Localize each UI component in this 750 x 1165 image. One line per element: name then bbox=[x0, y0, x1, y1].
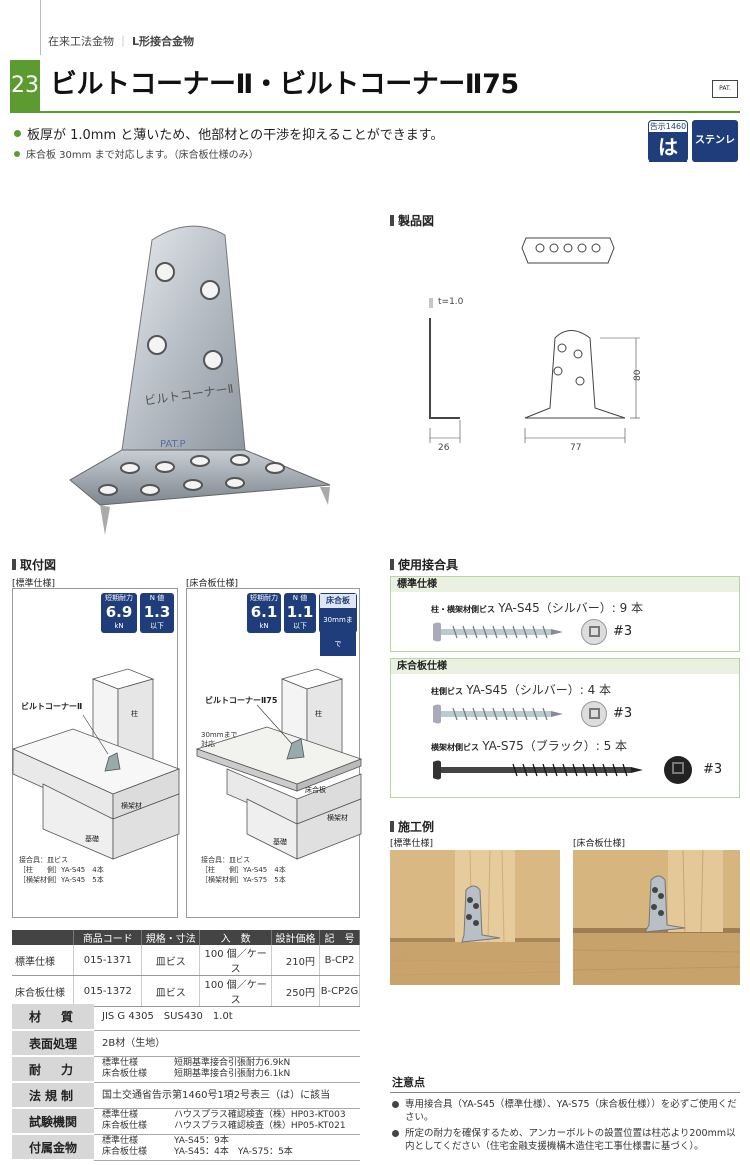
mounting-floor-panel: 短期耐力 6.1 kN N 値 1.1 以下 床合板 30mmまで ビルトコーナ… bbox=[186, 588, 363, 918]
floor-mounting-illustration bbox=[195, 668, 363, 860]
black-drive-head-icon bbox=[664, 756, 692, 784]
std-foundation-label: 基礎 bbox=[85, 835, 99, 843]
note-item-2: 所定の耐力を確保するため、アンカーボルトの設置位置は柱芯より200mm以内として… bbox=[392, 1127, 740, 1153]
example-standard-photo bbox=[389, 849, 561, 985]
table-row: 床合板仕様 015-1372 皿ビス 100 個／ケース 250円 B-CP2G bbox=[12, 975, 361, 1007]
notice-char: は bbox=[649, 132, 687, 162]
feature-sub: 床合板 30mm まで対応します。（床合板仕様のみ） bbox=[14, 146, 259, 161]
std-mounting-illustration bbox=[11, 668, 181, 860]
fasteners-floor-bar: 床合板仕様 bbox=[391, 659, 739, 674]
floor-board-label: 床合板 bbox=[305, 786, 326, 794]
std-n-value-badge: N 値 1.3 以下 bbox=[140, 593, 174, 633]
dim-80: 80 bbox=[633, 369, 643, 381]
dim-thickness: t=1.0 bbox=[438, 297, 464, 307]
floor-product-label: ビルトコーナーⅡ75 bbox=[205, 696, 278, 705]
fasteners-standard-bar: 標準仕様 bbox=[391, 577, 739, 592]
mounting-standard-panel: 短期耐力 6.9 kN N 値 1.3 以下 ビルトコーナーⅡ 柱 横架材 基礎… bbox=[11, 588, 181, 918]
example-standard-label: [標準仕様] bbox=[390, 839, 434, 849]
floor-n-value-badge: N 値 1.1 以下 bbox=[284, 593, 316, 633]
breadcrumb-category[interactable]: 在来工法金物 bbox=[48, 35, 114, 48]
std-drive-size: #3 bbox=[613, 624, 633, 639]
table-row: 標準仕様 015-1371 皿ビス 100 個／ケース 210円 B-CP2 bbox=[12, 945, 361, 976]
screw-icon bbox=[433, 622, 563, 642]
material-badge: ステンレス bbox=[692, 120, 738, 188]
note-item-1: 専用接合具（YA-S45（標準仕様）、YA-S75（床合板仕様））を必ずご使用く… bbox=[392, 1098, 740, 1124]
col-header bbox=[12, 930, 75, 945]
col-header: 記 号 bbox=[319, 930, 361, 945]
spec-table: 材 質 JIS G 4305 SUS430 1.0t 表面処理 2B材（生地） … bbox=[12, 1004, 360, 1161]
floor-fixtures: 接合具：皿ビス ［柱 側］YA-S45 4本 ［横架材側］YA-S75 5本 bbox=[201, 856, 286, 884]
example-floor-label: [床合板仕様] bbox=[573, 839, 626, 849]
fasteners-floor-box: 床合板仕様 柱側ビス YA-S45（シルバー）: 4 本 #3 横架材側ビス Y… bbox=[390, 658, 740, 798]
fasteners-standard-box: 標準仕様 柱・横架材側ビス YA-S45（シルバー）: 9 本 #3 bbox=[390, 576, 740, 652]
floor-board-badge: 床合板 30mmまで bbox=[319, 593, 357, 656]
product-drawing: t=1.0 26 77 80 bbox=[429, 237, 643, 453]
std-pillar-label: 柱 bbox=[131, 710, 138, 718]
notes-divider bbox=[390, 1092, 740, 1093]
notice-badge: 告示1460 は bbox=[648, 120, 688, 162]
mounting-standard-label: [標準仕様] bbox=[12, 579, 56, 589]
bullet-icon bbox=[14, 150, 20, 157]
screw-icon bbox=[433, 704, 563, 724]
dim-26: 26 bbox=[438, 443, 450, 453]
spec-row-accessory: 付属金物 標準仕様 YA-S45：9本床合板仕様 YA-S45：4本 YA-S7… bbox=[12, 1134, 360, 1161]
floor-drive-size-1: #3 bbox=[613, 706, 633, 721]
mounting-heading: 取付図 bbox=[12, 556, 56, 573]
col-header: 商品コード bbox=[73, 930, 143, 945]
pat-badge: PAT. bbox=[712, 80, 738, 98]
notes-heading: 注意点 bbox=[392, 1076, 425, 1089]
drive-head-icon bbox=[581, 701, 607, 727]
page-title: ビルトコーナーⅡ・ビルトコーナーⅡ75 bbox=[50, 69, 519, 100]
floor-screw2-caption: 横架材側ビス YA-S75（ブラック）: 5 本 bbox=[431, 739, 628, 753]
product-photo: ビルトコーナーⅡ PAT.P bbox=[69, 225, 331, 535]
spec-row-law: 法規制 国土交通省告示第1460号1項2号表三（は）に該当 bbox=[12, 1082, 360, 1109]
breadcrumb: 在来工法金物 ｜ L形接合金物 bbox=[48, 35, 195, 48]
std-fixtures: 接合具：皿ビス ［柱 側］YA-S45 4本 ［横架材側］YA-S45 5本 bbox=[19, 856, 104, 884]
floor-drive-size-2: #3 bbox=[703, 762, 723, 777]
col-header: 入 数 bbox=[199, 930, 273, 945]
product-drawing-heading: 製品図 bbox=[390, 212, 434, 229]
drive-head-icon bbox=[581, 619, 607, 645]
bullet-icon bbox=[14, 130, 21, 137]
black-screw-icon bbox=[433, 760, 643, 780]
title-underline bbox=[10, 111, 740, 113]
breadcrumb-subcategory[interactable]: L形接合金物 bbox=[132, 35, 195, 48]
spec-row-surface: 表面処理 2B材（生地） bbox=[12, 1030, 360, 1057]
top-divider bbox=[40, 0, 41, 55]
section-number: 23 bbox=[10, 60, 40, 112]
floor-foundation-label: 基礎 bbox=[273, 838, 287, 846]
product-table: 商品コード 規格・寸法 入 数 設計価格 記 号 標準仕様 015-1371 皿… bbox=[12, 930, 361, 1007]
photo-brand: PAT.P bbox=[160, 439, 186, 450]
notice-label: 告示1460 bbox=[649, 122, 687, 131]
floor-note: 30mmまで 対応 bbox=[201, 731, 238, 748]
floor-pillar-label: 柱 bbox=[315, 710, 322, 718]
std-product-label: ビルトコーナーⅡ bbox=[21, 702, 83, 711]
mounting-floor-label: [床合板仕様] bbox=[186, 579, 239, 589]
fasteners-heading: 使用接合具 bbox=[390, 556, 458, 573]
std-beam-label: 横架材 bbox=[121, 802, 142, 810]
col-header: 設計価格 bbox=[271, 930, 320, 945]
col-header: 規格・寸法 bbox=[141, 930, 201, 945]
feature-main: 板厚が 1.0mm と薄いため、他部材との干渉を抑えることができます。 bbox=[14, 124, 443, 143]
product-table-header: 商品コード 規格・寸法 入 数 設計価格 記 号 bbox=[12, 930, 361, 945]
example-floor-photo bbox=[572, 849, 741, 985]
examples-heading: 施工例 bbox=[390, 818, 434, 835]
bullet-icon bbox=[392, 1130, 399, 1137]
floor-screw1-caption: 柱側ビス YA-S45（シルバー）: 4 本 bbox=[431, 683, 612, 697]
std-screw-caption: 柱・横架材側ビス YA-S45（シルバー）: 9 本 bbox=[431, 601, 644, 615]
dim-77: 77 bbox=[570, 443, 581, 453]
spec-row-material: 材 質 JIS G 4305 SUS430 1.0t bbox=[12, 1004, 360, 1031]
std-short-term-badge: 短期耐力 6.9 kN bbox=[101, 593, 137, 633]
floor-short-term-badge: 短期耐力 6.1 kN bbox=[247, 593, 281, 633]
floor-beam-label: 横架材 bbox=[327, 814, 348, 822]
bullet-icon bbox=[392, 1101, 399, 1108]
